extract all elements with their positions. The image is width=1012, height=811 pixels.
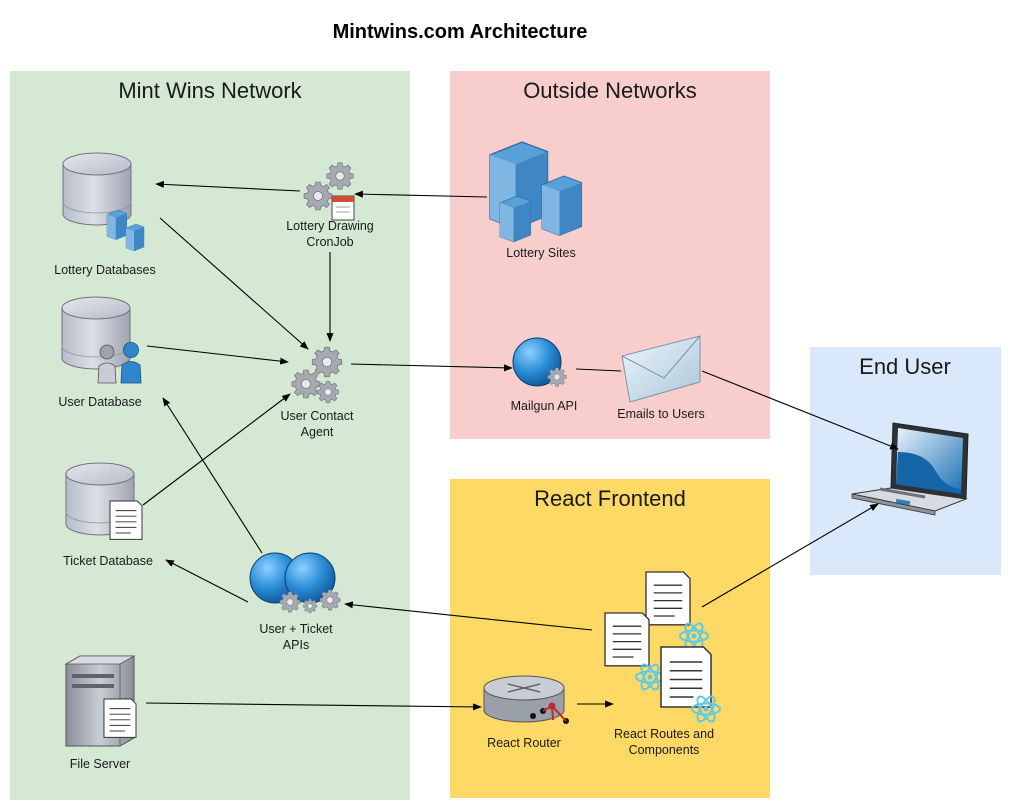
laptop-node [851, 422, 969, 516]
cronjob-label-line1: Lottery Drawing [286, 219, 374, 233]
ticket-database-label: Ticket Database [63, 554, 153, 568]
contact-agent-label-line2: Agent [301, 425, 334, 439]
diagram-title: Mintwins.com Architecture [333, 21, 588, 43]
user-database-label: User Database [58, 395, 141, 409]
file-server-node: File Server [64, 655, 137, 771]
components-label-line2: Components [629, 743, 700, 757]
apis-label-line2: APIs [283, 638, 309, 652]
edge-apis-to-user-database [162, 397, 263, 554]
mailgun-api-node: Mailgun API [511, 337, 578, 413]
lottery-databases-label: Lottery Databases [54, 263, 155, 277]
globe-gear-icon [512, 337, 567, 387]
database-with-document-icon [65, 462, 143, 540]
edge-ticket-database-to-contact-agent [142, 393, 291, 506]
outside-networks-title: Outside Networks [523, 78, 697, 103]
server-with-document-icon [64, 655, 137, 747]
edge-emails-to-laptop [701, 370, 899, 450]
gears-calendar-icon [303, 162, 355, 221]
edge-contact-agent-to-mailgun [350, 363, 513, 372]
mailgun-api-label: Mailgun API [511, 399, 578, 413]
components-label-line1: React Routes and [614, 727, 714, 741]
mint-wins-network-title: Mint Wins Network [118, 78, 302, 103]
edge-components-to-apis [344, 601, 593, 631]
database-with-users-icon [61, 296, 142, 384]
contact-agent-label-line1: User Contact [281, 409, 354, 423]
lottery-drawing-cronjob-node: Lottery Drawing CronJob [286, 162, 374, 249]
ticket-database-node: Ticket Database [63, 462, 153, 568]
emails-to-users-label: Emails to Users [617, 407, 705, 421]
file-server-label: File Server [70, 757, 130, 771]
react-frontend-title: React Frontend [534, 486, 686, 511]
user-database-node: User Database [58, 296, 142, 409]
edge-user-database-to-contact-agent [146, 345, 289, 365]
user-contact-agent-node: User Contact Agent [281, 346, 354, 439]
edge-components-to-laptop [701, 503, 879, 608]
lottery-sites-label: Lottery Sites [506, 246, 575, 260]
cronjob-label-line2: CronJob [306, 235, 353, 249]
router-icon [483, 675, 569, 724]
end-user-title: End User [859, 354, 951, 379]
react-router-label: React Router [487, 736, 561, 750]
user-ticket-apis-node: User + Ticket APIs [249, 552, 341, 652]
lottery-sites-node: Lottery Sites [489, 141, 583, 260]
apis-label-line1: User + Ticket [259, 622, 333, 636]
react-components-node: React Routes and Components [604, 571, 721, 757]
edge-cronjob-to-lottery-databases [155, 180, 301, 192]
edge-apis-to-ticket-database [165, 559, 249, 603]
lottery-databases-node: Lottery Databases [54, 152, 156, 277]
laptop-icon [851, 422, 969, 516]
edge-lottery-sites-to-cronjob [354, 190, 488, 198]
react-router-node: React Router [483, 675, 569, 750]
edges [142, 180, 899, 711]
emails-to-users-node: Emails to Users [617, 335, 705, 421]
envelope-icon [621, 335, 701, 403]
edge-mailgun-to-emails [575, 368, 622, 372]
edge-file-server-to-router [145, 702, 482, 711]
edge-lottery-databases-to-contact-agent [159, 217, 309, 350]
outside-networks-zone [450, 71, 770, 439]
globe-gears-icon [249, 552, 341, 614]
